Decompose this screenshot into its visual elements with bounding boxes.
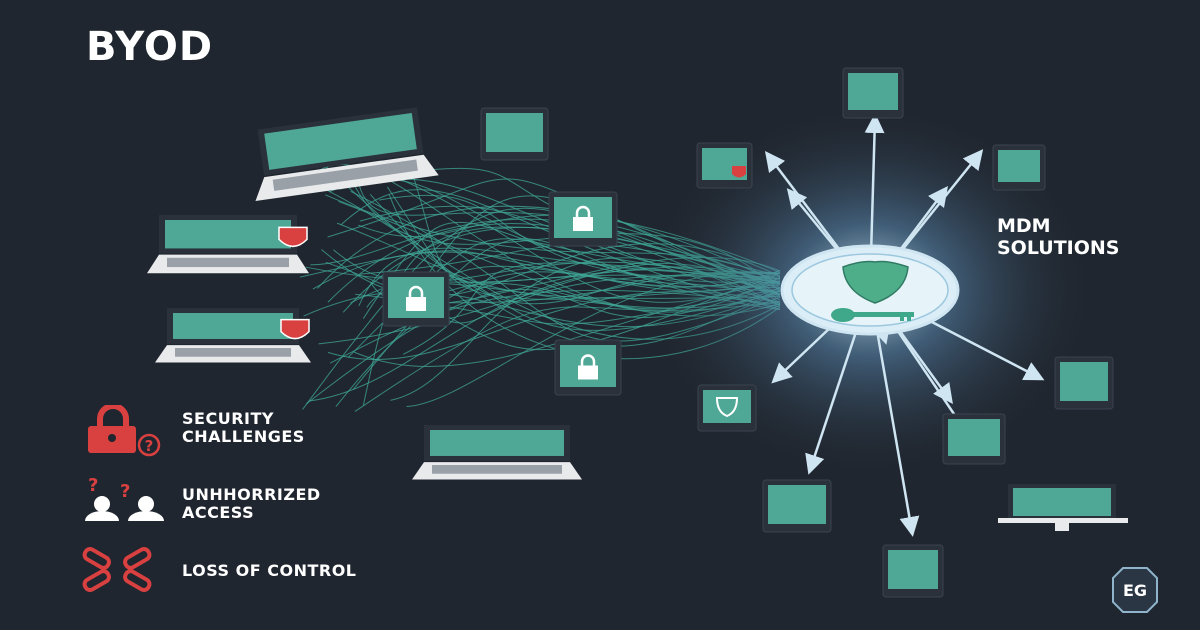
svg-text:?: ?	[145, 437, 154, 455]
mdm-label-line: SOLUTIONS	[997, 237, 1120, 259]
page-title: BYOD	[86, 24, 214, 70]
lock-body	[406, 297, 426, 311]
tablet-device	[992, 144, 1046, 191]
lock-icon	[408, 285, 424, 297]
tablet-device	[1054, 356, 1114, 410]
legend-loss-of-control: LOSS OF CONTROL	[182, 562, 357, 580]
mdm-hub	[780, 244, 960, 336]
alert-shield-icon	[732, 166, 746, 178]
mdm-solutions-label: MDM SOLUTIONS	[997, 215, 1119, 259]
alert-shield-icon	[278, 226, 308, 248]
laptop-device	[147, 215, 309, 274]
svg-text:?: ?	[88, 475, 98, 496]
lock-icon	[575, 205, 591, 217]
shield-icon	[842, 260, 909, 304]
legend-unauthorized-access: UNHHORRIZED ACCESS	[182, 486, 321, 522]
lock-body	[578, 365, 598, 380]
lock-question-icon: ?	[88, 405, 161, 457]
tablet-device	[548, 191, 618, 247]
broken-chain-icon	[82, 547, 152, 592]
tablet-device	[480, 107, 549, 161]
tablet-device	[882, 544, 944, 598]
tablet-device	[696, 142, 753, 189]
key-icon	[831, 308, 914, 322]
laptop-device	[155, 308, 311, 363]
legend-line: SECURITY	[182, 409, 274, 428]
lock-icon	[580, 354, 596, 366]
laptop-device	[255, 107, 439, 202]
tablet-device	[842, 67, 904, 119]
legend-line: LOSS OF CONTROL	[182, 561, 357, 580]
legend-security-challenges: SECURITY CHALLENGES	[182, 410, 305, 446]
tablet-device	[942, 413, 1006, 465]
tablet-device	[382, 271, 450, 327]
users-question-icon: ??	[85, 475, 164, 521]
alert-shield-icon	[280, 318, 310, 340]
legend-line: CHALLENGES	[182, 427, 305, 446]
laptop-device	[412, 425, 582, 480]
tablet-device	[554, 339, 622, 396]
shield-icon	[715, 397, 739, 418]
tangle-line	[362, 226, 781, 406]
lock-body	[573, 217, 593, 231]
legend-line: ACCESS	[182, 503, 255, 522]
mdm-label-line: MDM	[997, 215, 1051, 237]
tablet-device	[697, 384, 757, 432]
logo: EG	[1112, 567, 1158, 613]
svg-text:EG: EG	[1123, 581, 1147, 600]
svg-text:?: ?	[120, 481, 130, 502]
monitor-device	[998, 484, 1128, 531]
tablet-device	[762, 479, 832, 533]
legend-line: UNHHORRIZED	[182, 485, 321, 504]
